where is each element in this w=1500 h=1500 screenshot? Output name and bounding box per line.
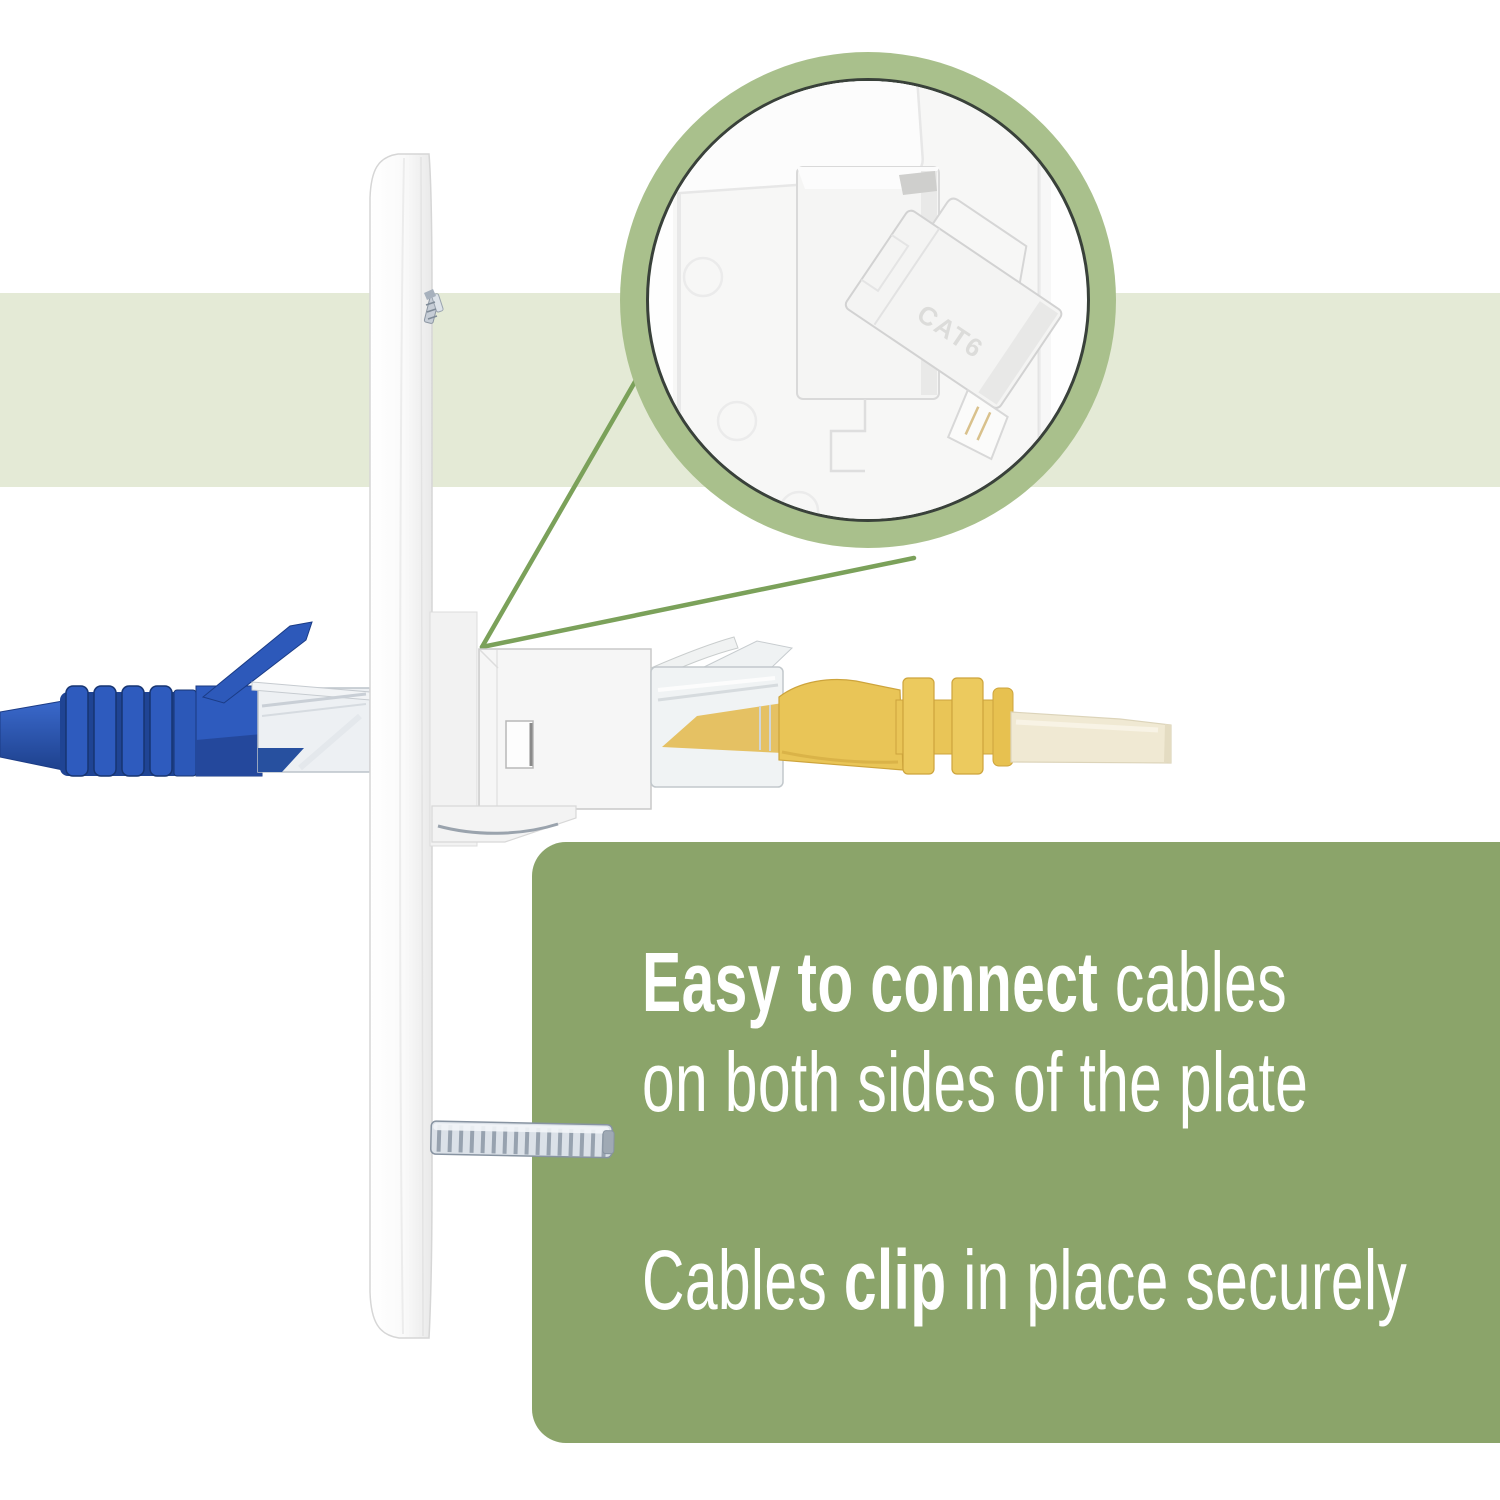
headline-line2: on both sides of the plate xyxy=(642,1035,1309,1129)
top-mounting-screw xyxy=(423,289,444,324)
blue-boot-collar xyxy=(173,689,197,777)
cream-cable xyxy=(1010,711,1172,764)
headline-line1-bold: Easy to connect xyxy=(642,935,1099,1029)
headline-line3-pre: Cables xyxy=(642,1233,844,1327)
callout-keystone-jack: CAT6 xyxy=(844,197,1063,461)
headline-line3: Cables clip in place securely xyxy=(642,1230,1500,1330)
headline-line3-bold: clip xyxy=(843,1233,947,1327)
yellow-boot-rib xyxy=(902,677,935,775)
blue-cable xyxy=(0,700,64,771)
yellow-ethernet-cable xyxy=(650,640,1172,788)
jack-clip-window xyxy=(505,720,534,769)
magnified-callout: CAT6 xyxy=(620,52,1116,548)
pointer-line-right xyxy=(479,555,917,650)
headline-line1: Easy to connect cables xyxy=(642,932,1500,1032)
headline-line3-rest: in place securely xyxy=(946,1233,1408,1327)
jack-spring-clip xyxy=(437,822,559,835)
info-panel-text: Easy to connect cables on both sides of … xyxy=(642,932,1500,1330)
blue-ethernet-cable xyxy=(0,621,371,777)
bottom-mounting-screw xyxy=(430,1120,615,1159)
headline-line1-rest: cables xyxy=(1098,935,1287,1029)
pointer-line-left xyxy=(479,370,643,650)
magnified-callout-photo: CAT6 xyxy=(646,78,1090,522)
wall-plate xyxy=(369,153,433,1339)
yellow-boot-rib xyxy=(951,677,984,775)
info-panel xyxy=(532,842,1500,1443)
callout-illustration: CAT6 xyxy=(649,81,1063,519)
blue-plug-latch xyxy=(201,621,313,704)
